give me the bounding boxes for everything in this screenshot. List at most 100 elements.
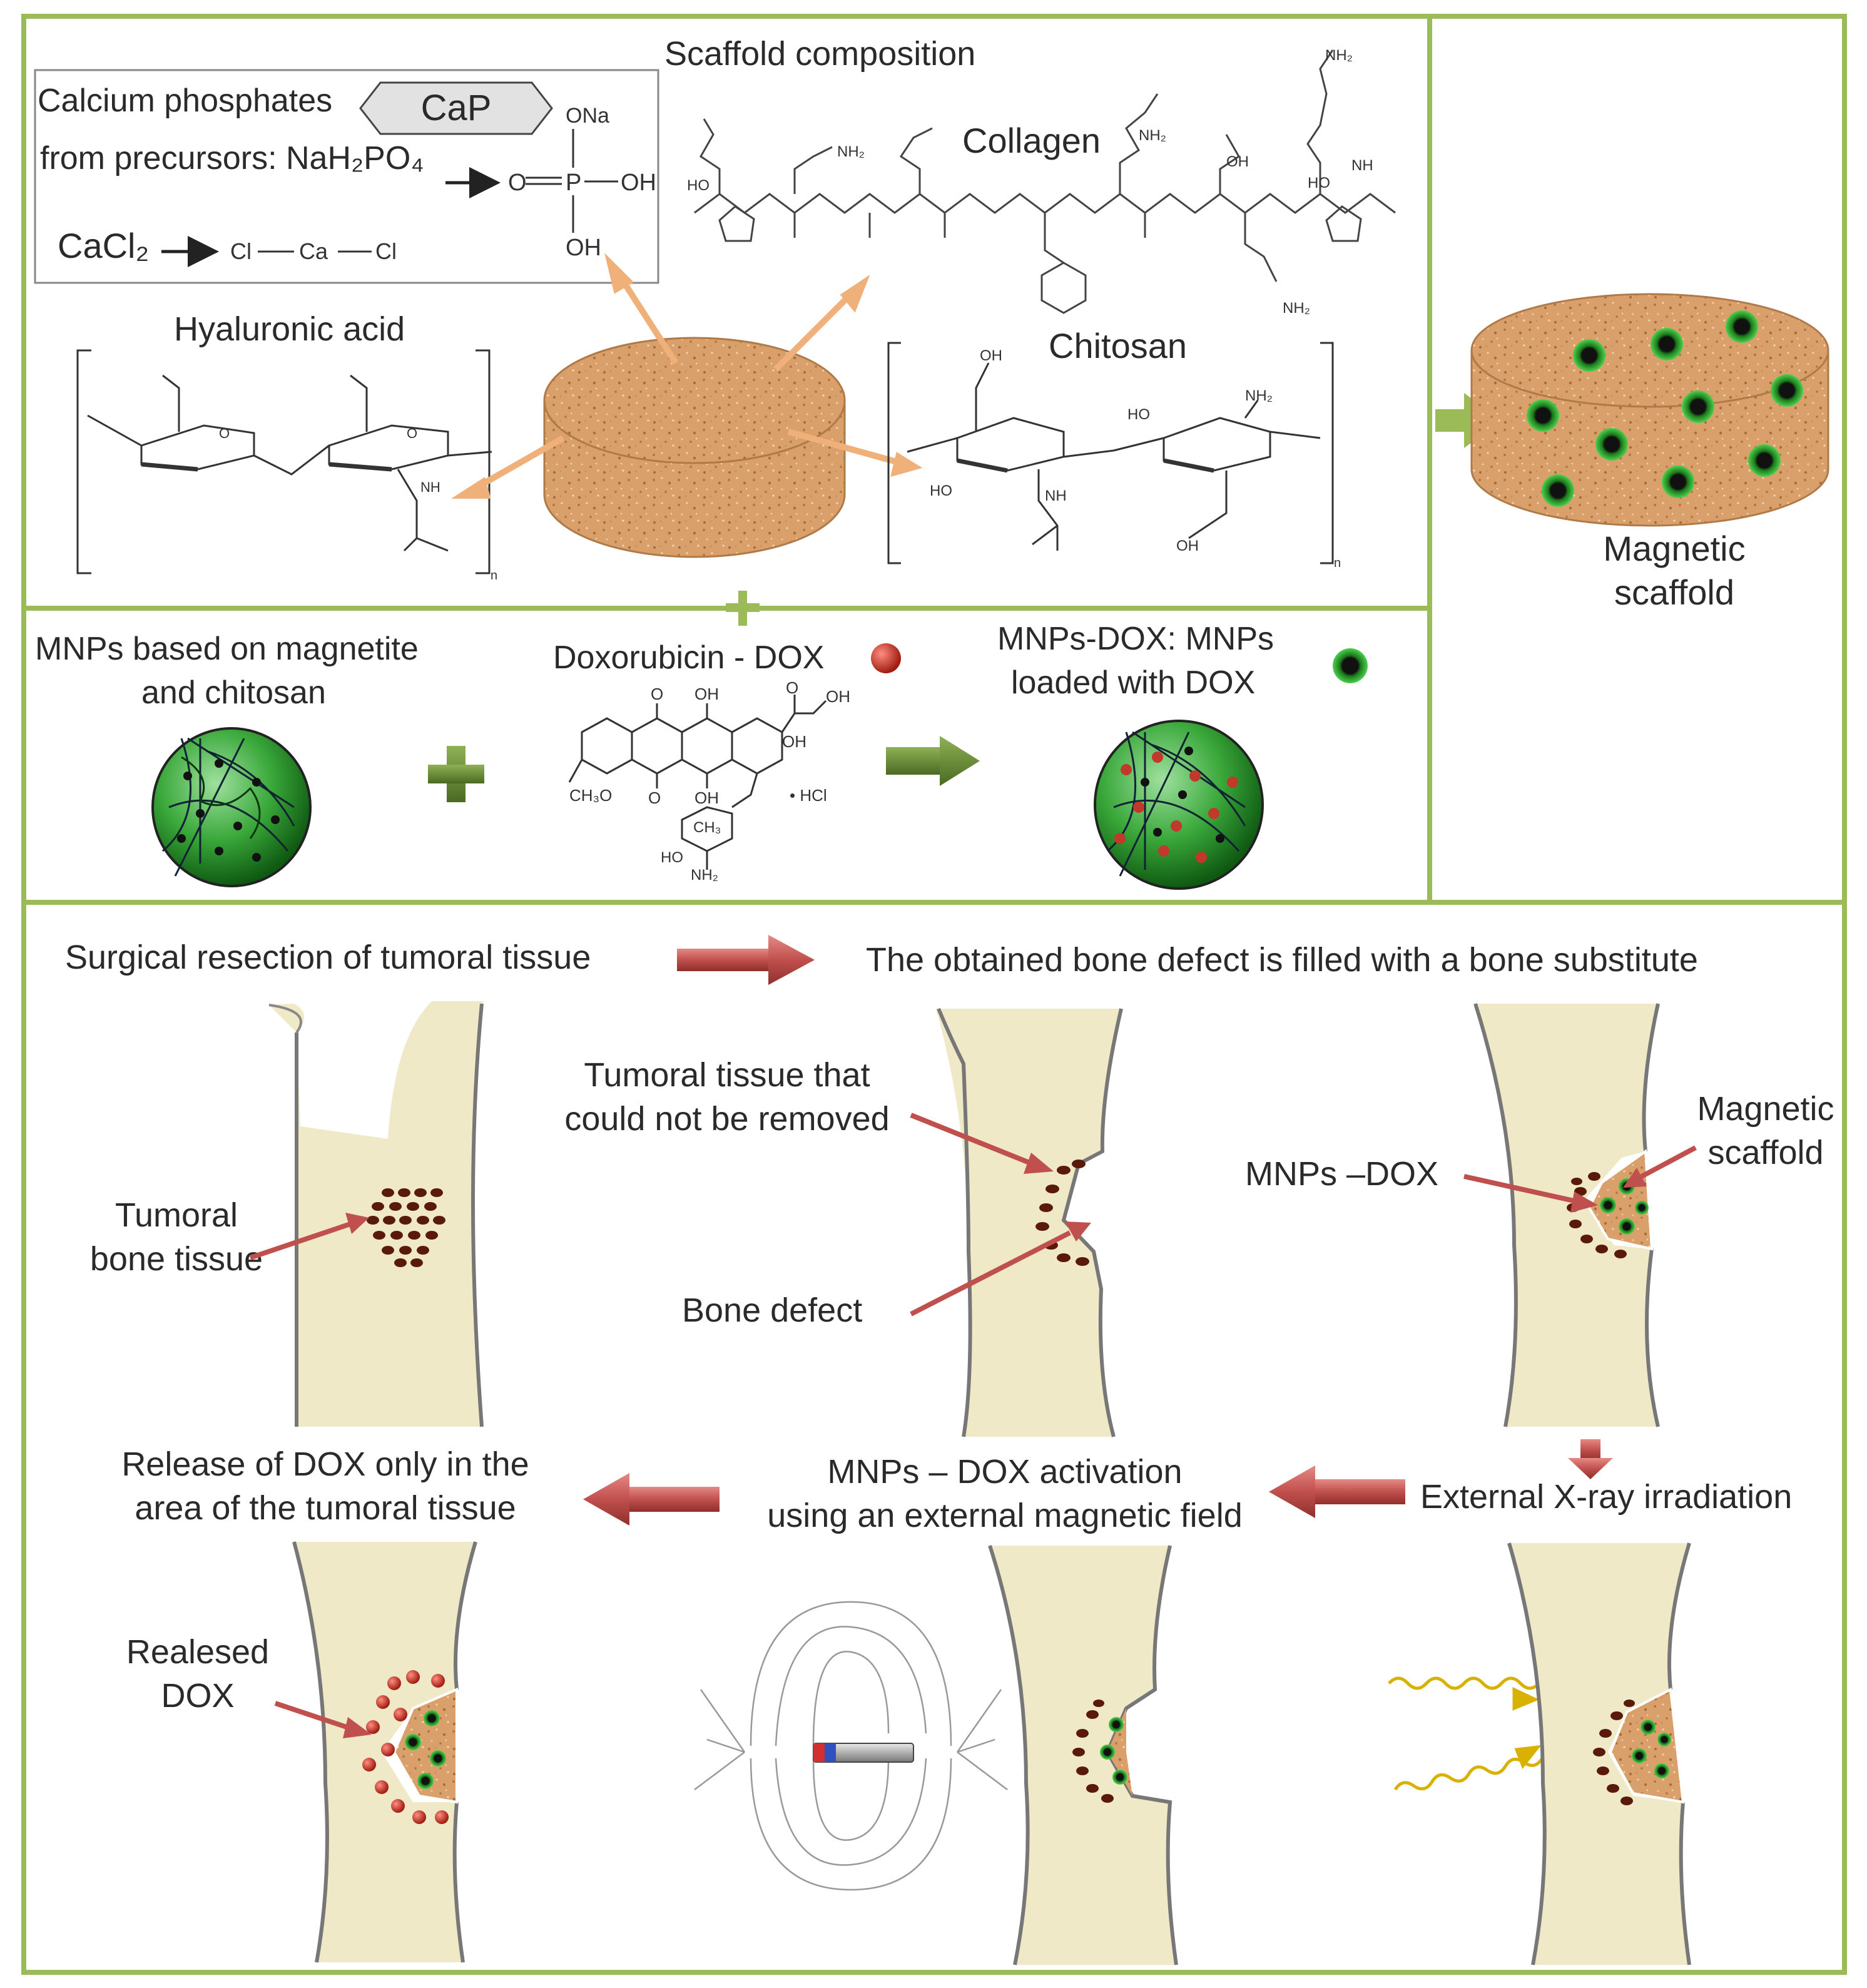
chitosan-structure	[887, 342, 1334, 564]
svg-text:O: O	[786, 678, 798, 697]
svg-text:NH: NH	[1045, 487, 1067, 504]
dox-label: Doxorubicin - DOX	[553, 640, 824, 676]
svg-text:OH: OH	[621, 170, 656, 196]
hyaluronic-acid-structure	[76, 349, 492, 574]
svg-text:OH: OH	[782, 732, 806, 751]
scaffold-cylinder	[543, 337, 846, 558]
doxorubicin-structure	[568, 695, 827, 870]
svg-text:OH: OH	[980, 347, 1002, 364]
svg-text:O: O	[648, 788, 661, 807]
svg-text:OH: OH	[1226, 153, 1249, 170]
xray-waves-icon	[1388, 1676, 1544, 1791]
svg-text:NH₂: NH₂	[1283, 300, 1310, 317]
svg-text:HO: HO	[661, 849, 683, 866]
activation-mnps	[1072, 1700, 1127, 1803]
svg-text:n: n	[491, 569, 497, 583]
svg-text:n: n	[1334, 556, 1341, 570]
composition-arrows	[451, 252, 923, 499]
not-removed-label-2: could not be removed	[564, 1100, 889, 1138]
red-arrow-down	[1568, 1439, 1613, 1479]
mnps-dox-pointer-label: MNPs –DOX	[1245, 1155, 1438, 1193]
magnetic-scaffold-mnps	[1527, 310, 1803, 507]
tumoral-bone-label-1: Tumoral	[115, 1196, 238, 1234]
released-dox-label-1: Realesed	[126, 1633, 269, 1671]
step-surgical-resection: Surgical resection of tumoral tissue	[65, 939, 591, 976]
magnetic-scaffold-label-2: scaffold	[1614, 573, 1734, 612]
pointer-tumoral-bone	[249, 1213, 369, 1260]
mnps-dox-label-1: MNPs-DOX: MNPs	[997, 621, 1274, 657]
cap-badge: CaP	[359, 81, 553, 135]
svg-text:• HCl: • HCl	[790, 786, 827, 805]
panel-frames	[21, 14, 1847, 1975]
pointer-released-dox	[274, 1701, 372, 1738]
svg-text:O: O	[508, 170, 527, 196]
pointer-mag-scaffold	[1623, 1145, 1697, 1188]
pointer-mnps-dox	[1463, 1174, 1598, 1213]
svg-text:O: O	[219, 426, 230, 441]
pointer-bone-defect	[910, 1221, 1091, 1317]
svg-text:HO: HO	[1127, 406, 1150, 423]
svg-text:HO: HO	[1308, 175, 1330, 191]
step-bone-defect-filled: The obtained bone defect is filled with …	[866, 941, 1698, 979]
red-arrow-step1	[677, 935, 815, 985]
plus-connector-icon	[726, 591, 760, 626]
collagen-atoms: NH₂ HO OH NH₂ NH₂ HO NH NH₂	[687, 47, 1373, 317]
svg-text:CH₃O: CH₃O	[569, 786, 612, 805]
mnp-sphere	[151, 727, 312, 887]
released-dox-particles	[362, 1670, 449, 1824]
bone-released-dox	[292, 1541, 477, 1963]
bone-defect	[936, 1007, 1123, 1437]
xray-mnps	[1593, 1700, 1671, 1805]
mag-scaffold-pointer-label-1: Magnetic	[1697, 1090, 1834, 1128]
red-arrow-left-1	[1269, 1466, 1405, 1518]
collagen-label: Collagen	[962, 121, 1101, 160]
svg-text:NH: NH	[420, 479, 440, 495]
svg-text:OH: OH	[694, 788, 719, 807]
mnps-dox-dot-icon	[1333, 648, 1368, 683]
svg-text:NH: NH	[1351, 157, 1373, 174]
svg-text:O: O	[651, 685, 663, 703]
pointer-not-removed	[910, 1113, 1054, 1174]
mag-scaffold-pointer-label-2: scaffold	[1707, 1134, 1823, 1171]
svg-text:OH: OH	[826, 687, 850, 706]
svg-text:NH₂: NH₂	[837, 143, 865, 160]
svg-text:Ca: Ca	[299, 238, 328, 264]
mnps-label-2: and chitosan	[141, 675, 326, 711]
hyaluronic-acid-label: Hyaluronic acid	[174, 310, 405, 348]
chitosan-label: Chitosan	[1049, 326, 1187, 365]
activation-label-2: using an external magnetic field	[767, 1497, 1242, 1534]
bone-tumoral	[268, 1001, 484, 1427]
residual-tumor-cells	[1035, 1160, 1089, 1266]
magnetic-scaffold-cylinder	[1470, 293, 1829, 527]
bone-defect-label: Bone defect	[682, 1292, 862, 1329]
svg-text:Cl: Cl	[375, 238, 397, 264]
svg-text:O: O	[407, 426, 417, 441]
svg-text:CaP: CaP	[421, 88, 492, 128]
plus-icon	[428, 746, 484, 802]
magnetic-scaffold-label-1: Magnetic	[1603, 529, 1745, 568]
activation-label-1: MNPs – DOX activation	[827, 1453, 1182, 1491]
cacl2-label: CaCl₂	[58, 226, 149, 265]
svg-text:NH₂: NH₂	[1139, 127, 1166, 144]
mnps-label-1: MNPs based on magnetite	[35, 631, 419, 667]
magnet-bar-icon	[813, 1743, 914, 1763]
cap-precursor-box: Calcium phosphates CaP from precursors: …	[34, 69, 659, 284]
svg-text:ONa: ONa	[566, 104, 609, 128]
svg-text:OH: OH	[1176, 538, 1199, 554]
scaffold-composition-title: Scaffold composition	[664, 35, 975, 73]
release-label-1: Release of DOX only in the	[121, 1445, 529, 1483]
mnp-dox-sphere	[1094, 720, 1264, 890]
tumoral-cells	[367, 1188, 445, 1267]
cacl2-structure: Cl Ca Cl	[230, 238, 397, 264]
released-dox-label-2: DOX	[161, 1677, 234, 1715]
svg-text:NH₂: NH₂	[1325, 47, 1353, 64]
dox-atoms: O OH O OH OH CH₃O O OH CH₃ HO NH₂ • HCl	[569, 678, 850, 884]
svg-text:OH: OH	[566, 235, 601, 261]
svg-text:NH₂: NH₂	[691, 867, 718, 884]
svg-text:CH₃: CH₃	[693, 819, 721, 836]
cap-line1: Calcium phosphates	[38, 83, 332, 119]
scaffold-mnps-bone3	[1600, 1178, 1649, 1235]
not-removed-label-1: Tumoral tissue that	[584, 1056, 870, 1094]
svg-text:Cl: Cl	[230, 238, 252, 264]
